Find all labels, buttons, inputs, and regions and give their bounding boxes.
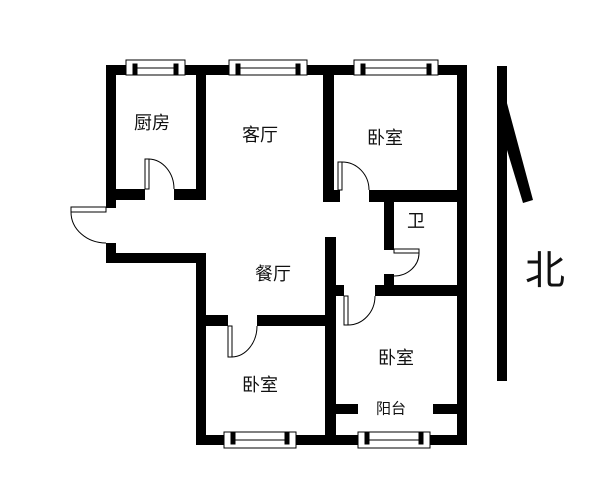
- north-arrow-shaft: [497, 66, 507, 381]
- wall-kitchen-south-a: [106, 189, 145, 200]
- wall-entry-south: [106, 253, 206, 263]
- wall-dining-south-a: [206, 315, 228, 326]
- room-label-bedroom-se: 卧室: [378, 348, 414, 369]
- wall-west-lower: [196, 253, 206, 445]
- wall-dining-south-b: [257, 315, 325, 326]
- room-label-balcony: 阳台: [375, 399, 407, 418]
- window-bedroom-s: [223, 431, 297, 449]
- window-balcony: [357, 431, 431, 449]
- room-label-living-room: 客厅: [242, 125, 278, 146]
- wall-kitchen-south-b: [174, 189, 206, 200]
- window-kitchen: [125, 59, 186, 76]
- room-label-bedroom-ne: 卧室: [367, 128, 403, 149]
- windows: [125, 59, 439, 449]
- doors: [70, 158, 420, 358]
- room-label-bathroom: 卫: [407, 211, 425, 232]
- window-bedroom-ne: [353, 59, 439, 76]
- wall-kitchen-east: [196, 65, 206, 200]
- wall-bedroom-ne-south-b: [369, 190, 457, 202]
- wall-bath-south: [375, 285, 457, 296]
- door-bathroom: [393, 248, 420, 277]
- door-bedroom-s: [227, 325, 258, 358]
- wall-balcony-west: [336, 404, 358, 414]
- wall-living-east: [323, 65, 334, 202]
- door-entry: [70, 206, 107, 244]
- north-arrow: [497, 66, 533, 381]
- door-bedroom-se: [343, 295, 376, 326]
- wall-left-upper: [106, 65, 116, 208]
- compass-north-label: 北: [525, 248, 565, 294]
- window-living: [228, 59, 308, 76]
- wall-right: [457, 65, 467, 445]
- wall-bedroom-ne-south-a: [323, 190, 340, 202]
- wall-balcony-east: [433, 404, 457, 414]
- wall-bath-west: [384, 202, 394, 250]
- wall-middle: [325, 237, 336, 445]
- wall-bath-west-stub: [384, 274, 394, 285]
- room-label-bedroom-s: 卧室: [242, 375, 278, 396]
- wall-bedroom-se-stub: [334, 285, 344, 296]
- north-arrow-head: [497, 66, 533, 203]
- door-bedroom-ne: [337, 161, 370, 191]
- room-label-dining-room: 餐厅: [255, 264, 291, 285]
- room-label-kitchen: 厨房: [134, 113, 170, 134]
- door-kitchen: [144, 158, 175, 190]
